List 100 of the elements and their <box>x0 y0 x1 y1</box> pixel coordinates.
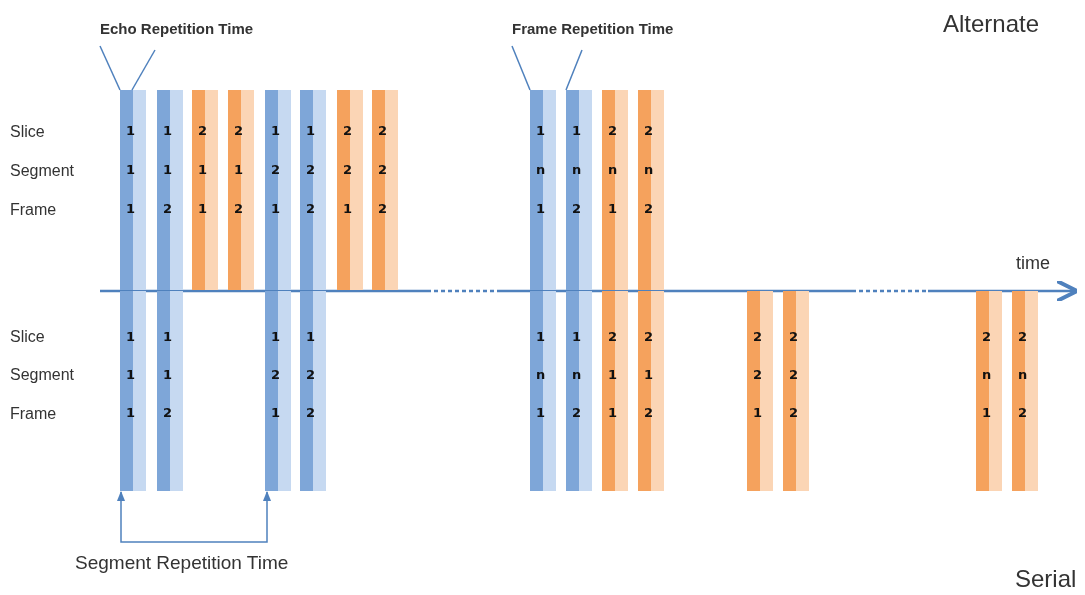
pulse-value: 1 <box>163 163 173 177</box>
pulse-value: 2 <box>306 368 316 382</box>
pulse-value: 1 <box>126 202 136 216</box>
pulse-value: 2 <box>343 124 353 138</box>
leader-line <box>565 49 583 91</box>
mode-heading: Alternate <box>943 10 1040 38</box>
pulse-value: 2 <box>198 124 208 138</box>
pulse-value: 1 <box>163 368 173 382</box>
pulse-bar <box>300 291 326 491</box>
row-label: Frame <box>10 201 57 219</box>
pulse-value: n <box>608 163 618 177</box>
pulse-value: 2 <box>1018 330 1028 344</box>
pulse-value: 1 <box>163 330 173 344</box>
pulse-value: 1 <box>572 124 582 138</box>
pulse-value: 2 <box>163 406 173 420</box>
pulse-value: 2 <box>271 163 281 177</box>
row-label: Slice <box>10 328 45 346</box>
pulse-value: n <box>536 163 546 177</box>
pulse-value: n <box>1018 368 1028 382</box>
leader-line <box>131 49 156 91</box>
arrow <box>116 490 272 543</box>
pulse-bar <box>783 291 809 491</box>
pulse-value: 2 <box>234 202 244 216</box>
pulse-value: 1 <box>608 202 618 216</box>
pulse-value: 2 <box>644 124 654 138</box>
pulse-bar <box>120 90 146 290</box>
pulse-bar <box>337 90 363 290</box>
leader-line <box>511 45 531 91</box>
pulse-value: 1 <box>536 124 546 138</box>
pulse-bar <box>566 90 592 290</box>
row-label: Segment <box>10 162 75 180</box>
pulse-value: 1 <box>608 368 618 382</box>
pulse-bar <box>530 291 556 491</box>
pulse-value: 2 <box>378 202 388 216</box>
pulse-value: 1 <box>126 163 136 177</box>
pulse-value: 2 <box>644 406 654 420</box>
row-label: Segment <box>10 366 75 384</box>
callout-label: Frame Repetition Time <box>512 20 674 37</box>
pulse-value: 1 <box>608 406 618 420</box>
pulse-bar <box>976 291 1002 491</box>
row-label: Slice <box>10 123 45 141</box>
pulse-bar <box>300 90 326 290</box>
pulse-value: 2 <box>644 330 654 344</box>
pulse-value: 2 <box>608 330 618 344</box>
mode-heading: Serial <box>1015 565 1077 593</box>
pulse-value: 1 <box>126 124 136 138</box>
pulse-value: 2 <box>572 202 582 216</box>
pulse-value: 1 <box>306 330 316 344</box>
pulse-bar <box>638 291 664 491</box>
pulse-value: 1 <box>126 330 136 344</box>
pulse-value: n <box>572 163 582 177</box>
pulse-value: 1 <box>234 163 244 177</box>
pulse-value: 2 <box>163 202 173 216</box>
pulse-value: 2 <box>608 124 618 138</box>
pulse-value: 1 <box>198 163 208 177</box>
pulse-bar <box>602 291 628 491</box>
pulse-bar <box>157 90 183 290</box>
pulse-bar <box>566 291 592 491</box>
callout-label: Echo Repetition Time <box>100 20 254 37</box>
pulse-value: 2 <box>306 202 316 216</box>
pulse-bar <box>157 291 183 491</box>
pulse-bar <box>228 90 254 290</box>
pulse-value: 1 <box>536 330 546 344</box>
pulse-bar <box>120 291 146 491</box>
pulse-value: n <box>572 368 582 382</box>
pulse-bar <box>265 291 291 491</box>
pulse-value: n <box>982 368 992 382</box>
pulse-value: 2 <box>572 406 582 420</box>
axis-label: time <box>1016 253 1050 274</box>
pulse-value: 2 <box>378 124 388 138</box>
pulse-value: 1 <box>536 202 546 216</box>
pulse-value: 1 <box>271 202 281 216</box>
pulse-value: 1 <box>198 202 208 216</box>
pulse-value: 1 <box>572 330 582 344</box>
pulse-bar <box>265 90 291 290</box>
pulse-value: 2 <box>1018 406 1028 420</box>
pulse-value: 2 <box>789 406 799 420</box>
pulse-value: 1 <box>343 202 353 216</box>
pulse-value: 1 <box>163 124 173 138</box>
pulse-value: 1 <box>306 124 316 138</box>
pulse-value: 1 <box>126 368 136 382</box>
pulse-value: 2 <box>378 163 388 177</box>
pulse-value: 1 <box>271 330 281 344</box>
pulse-value: 1 <box>271 124 281 138</box>
pulse-value: 1 <box>753 406 763 420</box>
row-label: Frame <box>10 405 57 423</box>
pulse-value: 1 <box>126 406 136 420</box>
pulse-bar <box>372 90 398 290</box>
pulse-value: 2 <box>343 163 353 177</box>
pulse-value: 2 <box>271 368 281 382</box>
pulse-bar <box>747 291 773 491</box>
pulse-value: n <box>644 163 654 177</box>
pulse-value: 2 <box>982 330 992 344</box>
pulse-bar <box>602 90 628 290</box>
pulse-value: n <box>536 368 546 382</box>
pulse-value: 2 <box>753 330 763 344</box>
pulse-value: 2 <box>753 368 763 382</box>
pulse-value: 2 <box>789 368 799 382</box>
pulse-value: 2 <box>789 330 799 344</box>
pulse-bar <box>638 90 664 290</box>
